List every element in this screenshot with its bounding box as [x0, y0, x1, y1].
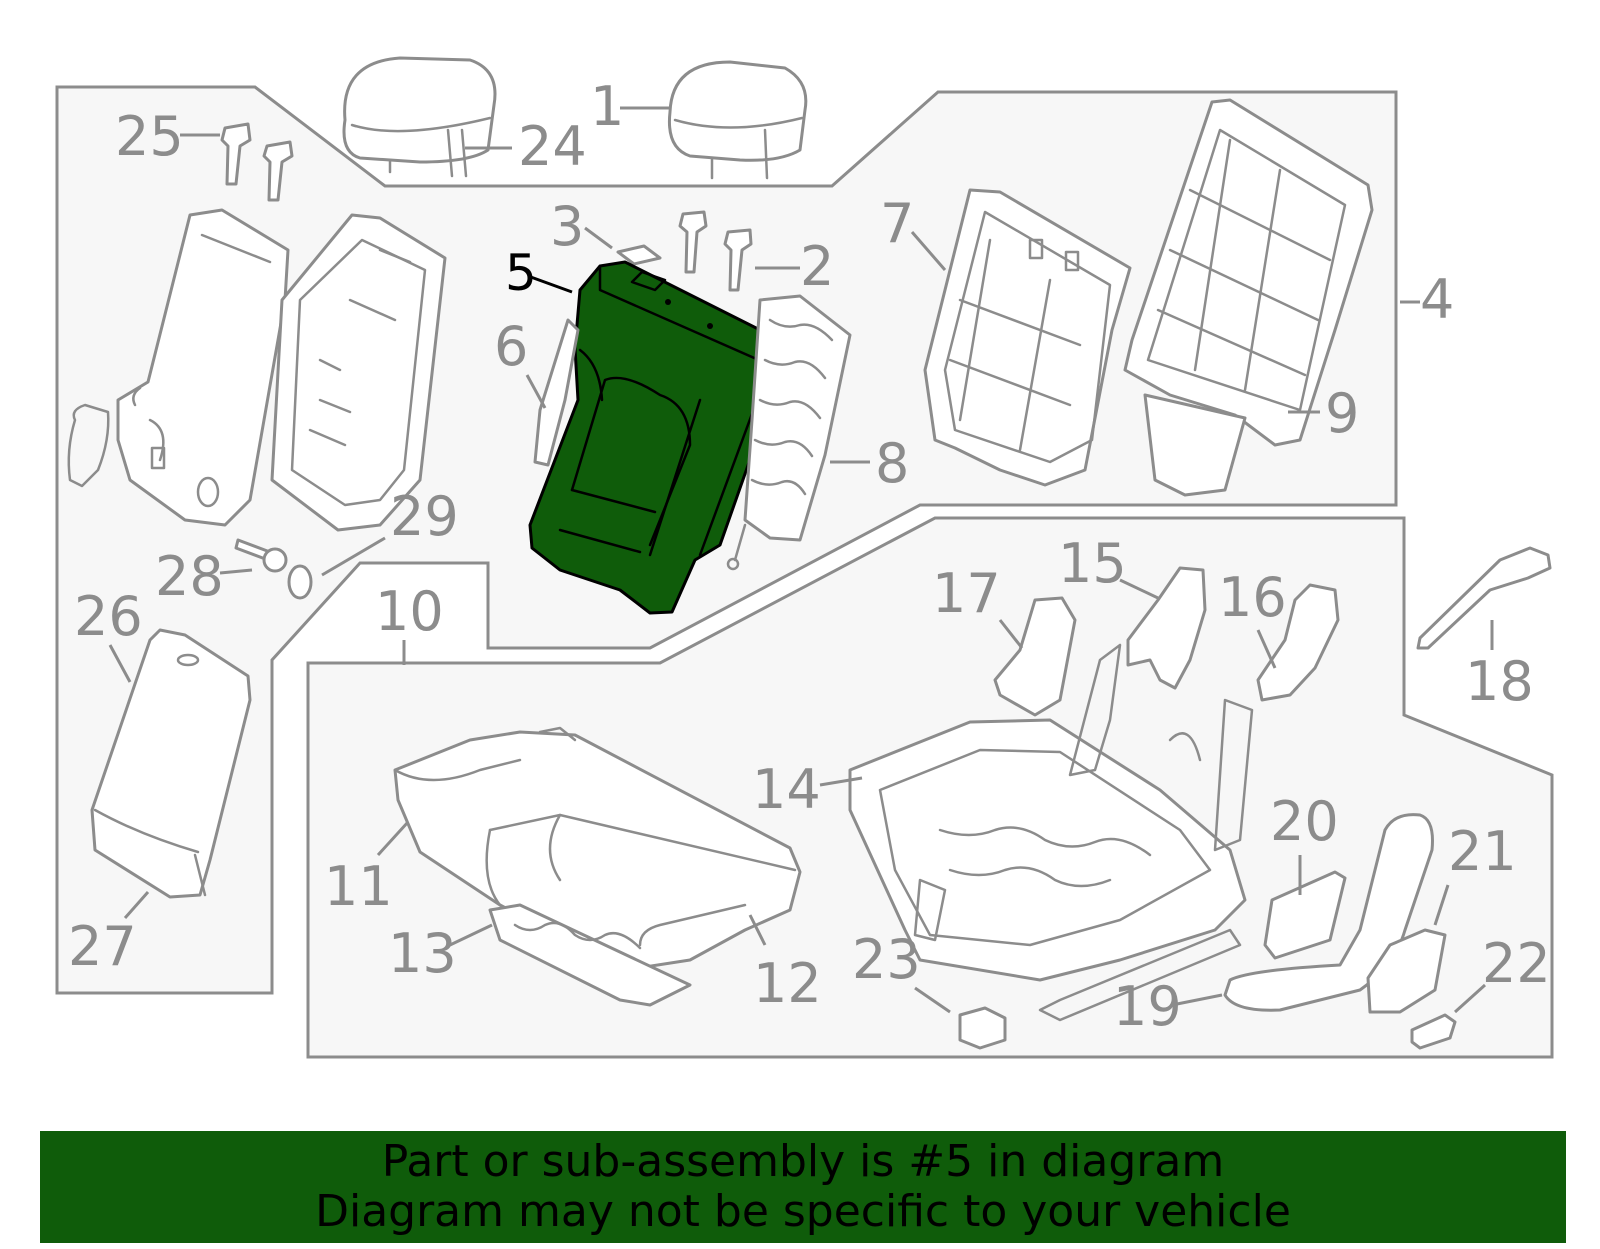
callout-12: 12: [753, 952, 822, 1015]
cover-21: [1366, 928, 1447, 1014]
bolt-28: [234, 538, 288, 573]
callout-19: 19: [1113, 975, 1182, 1038]
spring-mat-8: [726, 294, 852, 571]
callout-16: 16: [1218, 566, 1287, 629]
callout-24: 24: [518, 115, 587, 178]
trim-18: [1416, 546, 1552, 650]
clip-23: [958, 1006, 1007, 1050]
callout-20: 20: [1270, 790, 1339, 853]
callout-29: 29: [390, 485, 459, 548]
cushion-pad-13: [488, 903, 692, 1007]
headrest-24: [342, 56, 497, 178]
seatback-trim-6: [533, 318, 580, 467]
callout-15: 15: [1058, 532, 1127, 595]
cover-20: [1263, 870, 1347, 960]
bracket-16: [1256, 583, 1340, 702]
seat-cushion-11: [393, 726, 802, 972]
callout-22: 22: [1482, 932, 1551, 995]
seatback-pad-5: [528, 260, 792, 615]
left-seatback: [67, 208, 290, 527]
callout-25: 25: [115, 105, 184, 168]
callout-6: 6: [494, 315, 528, 378]
callout-9: 9: [1325, 382, 1359, 445]
callout-1: 1: [590, 75, 624, 138]
callout-17: 17: [932, 562, 1001, 625]
callout-13: 13: [388, 922, 457, 985]
guide-pins-25: [220, 122, 294, 202]
seatback-pad-5-body: [528, 260, 792, 615]
callout-26: 26: [74, 585, 143, 648]
seatback-assembly-26: [90, 628, 252, 899]
callout-7: 7: [880, 192, 914, 255]
callout-4: 4: [1420, 268, 1454, 331]
banner-line-1: Part or sub-assembly is #5 in diagram: [381, 1136, 1225, 1187]
callout-21: 21: [1448, 820, 1517, 883]
callout-14: 14: [752, 758, 821, 821]
leader-lines: [108, 106, 1494, 1014]
cover-3: [616, 244, 662, 266]
callout-3: 3: [550, 195, 584, 258]
callout-5: 5: [505, 244, 537, 302]
left-seatback-frame: [270, 213, 447, 532]
callout-8: 8: [875, 432, 909, 495]
guide-pins-2: [678, 210, 753, 292]
callout-10: 10: [375, 580, 444, 643]
seatback-frame-7: [923, 188, 1132, 487]
seat-frame-14: [848, 643, 1254, 1022]
washer-29: [287, 564, 313, 600]
info-banner: Part or sub-assembly is #5 in diagram Di…: [40, 1131, 1566, 1243]
headrest-1: [667, 60, 808, 180]
callout-28: 28: [155, 545, 224, 608]
bracket-17: [993, 596, 1077, 717]
seatback-frame-9: [1123, 98, 1374, 497]
bracket-15: [1126, 566, 1207, 690]
callout-11: 11: [324, 855, 393, 918]
callout-27: 27: [68, 915, 137, 978]
callout-23: 23: [852, 928, 921, 991]
banner-line-2: Diagram may not be specific to your vehi…: [315, 1186, 1291, 1237]
callout-18: 18: [1465, 650, 1534, 713]
cover-22: [1410, 1013, 1457, 1050]
callout-2: 2: [800, 235, 834, 298]
